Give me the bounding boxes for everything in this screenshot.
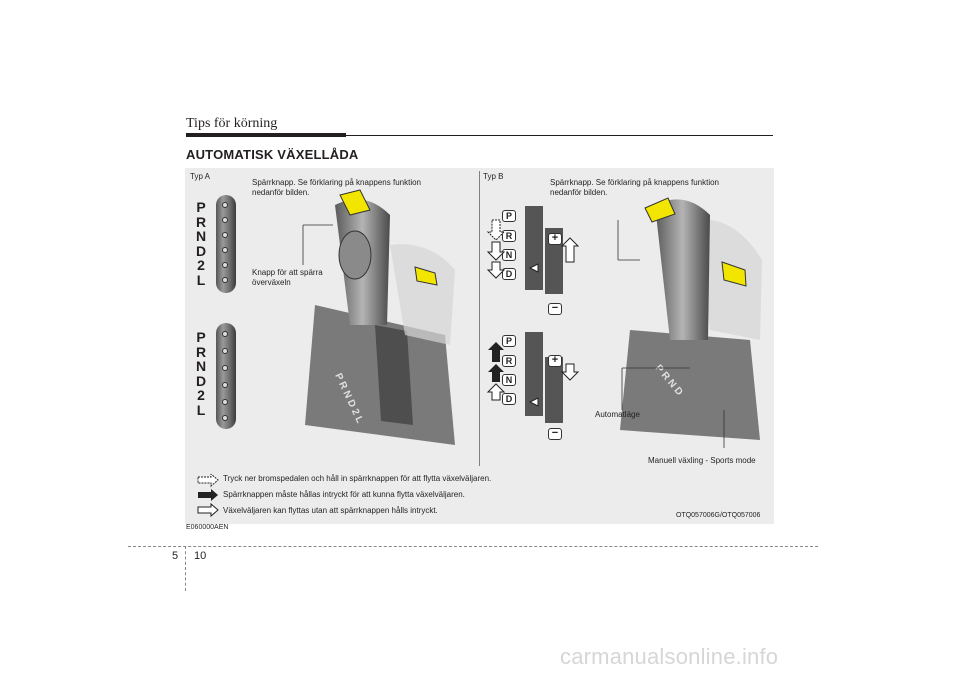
figure-code: OTQ057006G/OTQ057006 [676,512,761,519]
minus-icon: − [548,303,562,315]
gate-r: R [502,230,516,242]
plus-icon: + [548,355,562,367]
chapter-number: 5 [172,550,179,562]
header-bar [186,133,346,137]
typ-b-label: Typ B [483,172,504,181]
typ-b-lock-callout: Spärrknapp. Se förklaring på knappens fu… [550,178,719,197]
gate-track [525,332,543,416]
page-number: 10 [194,550,207,562]
gear-n: N [195,358,207,374]
figure-divider [479,171,480,466]
gate-d: D [502,268,516,280]
gear-r: R [195,343,207,360]
typ-a-lock-callout: Spärrknapp. Se förklaring på knappens fu… [252,178,421,197]
legend-item-button-held: Spärrknappen måste hållas intryckt för a… [223,490,465,499]
gear-p: P [196,329,206,345]
automatic-mode-label: Automatläge [595,410,640,419]
gear-2: 2 [197,387,205,403]
gate-n: N [502,374,516,386]
plus-icon: + [548,233,562,245]
typ-a-shift-pattern-top-icon [216,195,236,293]
gear-p: P [196,199,206,215]
minus-icon: − [548,428,562,440]
gear-d: D [195,372,207,389]
running-header: Tips för körning [186,116,278,131]
typ-a-gear-column-bottom: P R N D 2 L [192,330,210,417]
gate-n: N [502,249,516,261]
watermark: carmanualsonline.info [560,644,779,669]
typ-a-overdrive-callout: Knapp för att spärra överväxeln [252,268,323,287]
gear-l: L [196,401,206,418]
gear-n: N [195,228,207,244]
header-rule [346,135,773,136]
gear-d: D [195,242,207,259]
typ-a-label: Typ A [190,172,211,181]
typ-a-shift-pattern-bottom-icon [216,323,236,429]
typ-a-shift-lever-illustration: P R N D 2 L [302,189,455,445]
manual-track [545,357,563,423]
typ-b-shift-lever-illustration: P R N D [617,197,762,448]
typ-b-movement-arrows-icon [486,219,580,407]
legend-arrows-icon [197,474,219,518]
gate-r: R [502,355,516,367]
gear-2: 2 [197,257,205,273]
footer-divider [185,546,186,591]
footer-rule [128,546,818,547]
gate-p: P [502,210,516,222]
typ-a-gear-column-top: P R N D 2 L [192,200,210,287]
gear-r: R [195,213,207,230]
gate-p: P [502,335,516,347]
gate-d: D [502,393,516,405]
legend-item-free-move: Växelväljaren kan flyttas utan att spärr… [223,506,438,515]
section-code: E060000AEN [186,524,229,531]
manual-mode-label: Manuell växling - Sports mode [648,456,756,465]
section-title: AUTOMATISK VÄXELLÅDA [186,147,359,162]
gear-l: L [196,271,206,288]
legend-item-brake-and-button: Tryck ner bromspedalen och håll in spärr… [223,474,492,483]
